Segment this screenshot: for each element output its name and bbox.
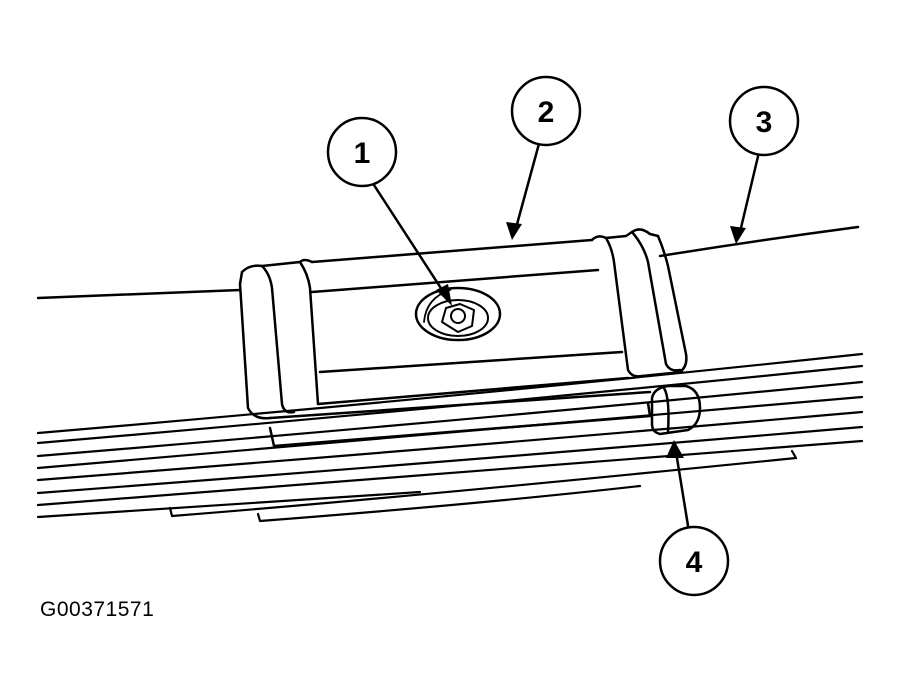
spacer-plate bbox=[268, 401, 652, 448]
leader-arrowheads bbox=[436, 222, 746, 458]
figure-id: G00371571 bbox=[40, 598, 155, 621]
leader-line-4 bbox=[674, 450, 692, 540]
arrowhead-2 bbox=[506, 222, 522, 240]
callout-2-label: 2 bbox=[538, 96, 555, 129]
spring-leaf-stack bbox=[36, 352, 864, 523]
leader-line-3 bbox=[738, 146, 762, 234]
spring-clamp bbox=[238, 228, 688, 420]
arrowhead-4 bbox=[666, 440, 684, 458]
leader-lines bbox=[370, 138, 762, 540]
callout-2: 2 bbox=[510, 75, 582, 147]
arrowhead-3 bbox=[730, 226, 746, 244]
leader-line-2 bbox=[514, 138, 542, 230]
top-spring-leaf bbox=[36, 225, 860, 300]
callout-4: 4 bbox=[658, 525, 730, 597]
callout-3-label: 3 bbox=[756, 106, 773, 139]
callout-4-label: 4 bbox=[686, 546, 703, 579]
leader-line-1 bbox=[370, 180, 448, 298]
arrowhead-1 bbox=[436, 284, 452, 306]
retainer-clip bbox=[650, 384, 702, 436]
mounting-nut bbox=[414, 286, 502, 342]
callout-1: 1 bbox=[326, 116, 398, 188]
callout-3: 3 bbox=[728, 85, 800, 157]
callout-1-label: 1 bbox=[354, 137, 371, 170]
